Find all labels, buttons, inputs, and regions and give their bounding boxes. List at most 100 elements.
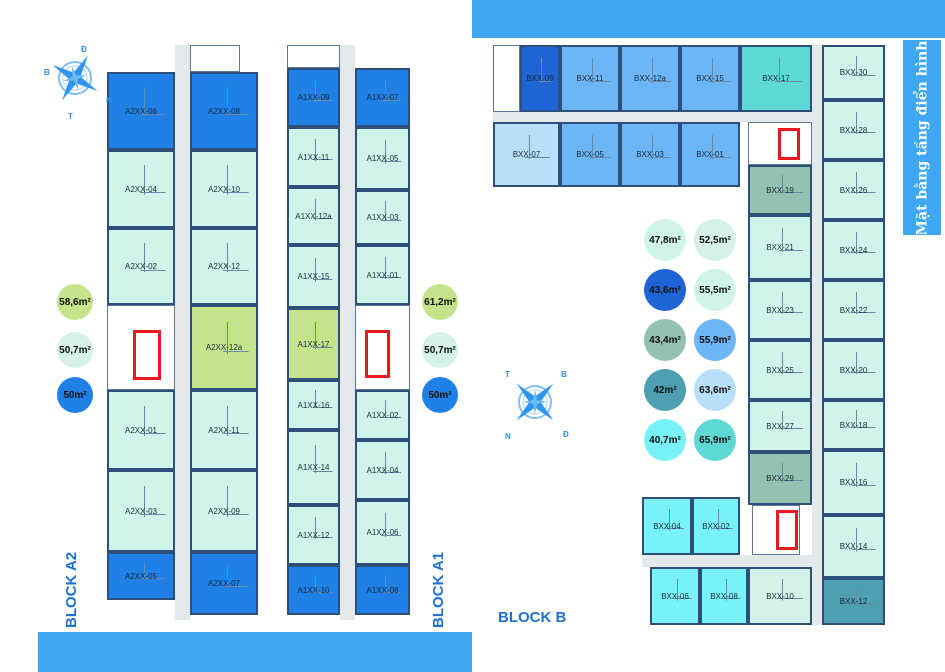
apartment-unit[interactable]: BXX-24: [822, 220, 885, 280]
apartment-unit[interactable]: A2XX-12a: [190, 305, 258, 390]
corridor: [812, 45, 822, 625]
apartment-unit[interactable]: A2XX-07: [190, 552, 258, 615]
apartment-unit[interactable]: A1XX-12: [287, 505, 340, 565]
apartment-unit[interactable]: A2XX-12: [190, 228, 258, 305]
apartment-unit[interactable]: BXX-08: [700, 567, 748, 625]
apartment-unit[interactable]: BXX-11: [560, 45, 620, 112]
apartment-unit[interactable]: A1XX-15: [287, 245, 340, 308]
compass-letter: N: [106, 96, 112, 105]
area-legend-circle: 52,5m²: [694, 219, 736, 261]
compass-letter: T: [68, 112, 73, 121]
apartment-unit[interactable]: A1XX-04: [355, 440, 410, 500]
apartment-unit[interactable]: BXX-28: [822, 100, 885, 160]
top-banner: [472, 0, 945, 38]
compass-letter: Đ: [81, 45, 87, 54]
apartment-unit[interactable]: A1XX-02: [355, 390, 410, 440]
apartment-unit[interactable]: BXX-19: [748, 165, 812, 215]
apartment-unit[interactable]: A2XX-10: [190, 150, 258, 228]
apartment-unit[interactable]: BXX-17: [740, 45, 812, 112]
area-legend-circle: 50m²: [422, 377, 458, 413]
apartment-unit[interactable]: BXX-30: [822, 45, 885, 100]
apartment-unit[interactable]: A2XX-01: [107, 390, 175, 470]
compass-letter: Đ: [563, 430, 569, 439]
apartment-unit[interactable]: BXX-04: [642, 497, 692, 555]
apartment-unit[interactable]: BXX-07: [493, 122, 560, 187]
area-legend-circle: 65,9m²: [694, 419, 736, 461]
corridor: [175, 45, 190, 620]
area-legend-circle: 42m²: [644, 369, 686, 411]
apartment-unit[interactable]: A1XX-10: [287, 565, 340, 615]
area-legend-circle: 43,4m²: [644, 319, 686, 361]
apartment-unit[interactable]: BXX-22: [822, 280, 885, 340]
apartment-unit[interactable]: BXX-10: [748, 567, 812, 625]
compass-rose-a: [52, 55, 98, 101]
apartment-unit[interactable]: A2XX-04: [107, 150, 175, 228]
area-legend-circle: 50m²: [57, 377, 93, 413]
apartment-unit[interactable]: BXX-21: [748, 215, 812, 280]
area-legend-circle: 50,7m²: [422, 332, 458, 368]
apartment-unit[interactable]: A1XX-08: [355, 565, 410, 615]
apartment-unit[interactable]: BXX-27: [748, 400, 812, 452]
area-legend-circle: 55,9m²: [694, 319, 736, 361]
apartment-unit[interactable]: A1XX-09: [287, 68, 340, 127]
block-a1-label: BLOCK A1: [430, 551, 447, 628]
apartment-unit[interactable]: A1XX-16: [287, 380, 340, 430]
apartment-unit[interactable]: A2XX-03: [107, 470, 175, 552]
apartment-unit[interactable]: BXX-18: [822, 400, 885, 450]
apartment-unit[interactable]: BXX-25: [748, 340, 812, 400]
compass-letter: N: [505, 432, 511, 441]
apartment-unit[interactable]: A1XX-17: [287, 308, 340, 380]
compass-rose-b: [516, 383, 554, 421]
apartment-unit[interactable]: A1XX-07: [355, 68, 410, 127]
compass-letter: B: [44, 68, 50, 77]
apartment-unit[interactable]: A2XX-02: [107, 228, 175, 305]
stair-core: [287, 45, 340, 68]
apartment-unit[interactable]: A2XX-09: [190, 470, 258, 552]
stair-core: [190, 45, 240, 72]
area-legend-circle: 61,2m²: [422, 284, 458, 320]
apartment-unit[interactable]: BXX-12: [822, 578, 885, 625]
compass-letter: T: [505, 370, 510, 379]
apartment-unit[interactable]: BXX-26: [822, 160, 885, 220]
area-legend-circle: 50,7m²: [57, 332, 93, 368]
area-legend-circle: 40,7m²: [644, 419, 686, 461]
apartment-unit[interactable]: A1XX-11: [287, 127, 340, 187]
elevator-shaft: [778, 128, 800, 160]
apartment-unit[interactable]: A1XX-12a: [287, 187, 340, 245]
apartment-unit[interactable]: BXX-06: [650, 567, 700, 625]
corridor: [642, 555, 812, 567]
apartment-unit[interactable]: A2XX-05: [107, 552, 175, 600]
apartment-unit[interactable]: BXX-03: [620, 122, 680, 187]
apartment-unit[interactable]: BXX-29: [748, 452, 812, 505]
apartment-unit[interactable]: BXX-16: [822, 450, 885, 515]
apartment-unit[interactable]: A2XX-08: [190, 72, 258, 150]
compass-letter: B: [561, 370, 567, 379]
area-legend-circle: 47,8m²: [644, 219, 686, 261]
page-title-box: Mặt bằng tầng điển hình: [903, 40, 941, 235]
apartment-unit[interactable]: A1XX-03: [355, 190, 410, 245]
apartment-unit[interactable]: BXX-05: [560, 122, 620, 187]
apartment-unit[interactable]: A2XX-06: [107, 72, 175, 150]
apartment-unit[interactable]: A2XX-11: [190, 390, 258, 470]
apartment-unit[interactable]: A1XX-01: [355, 245, 410, 305]
bottom-banner: [38, 632, 472, 672]
apartment-unit[interactable]: BXX-14: [822, 515, 885, 578]
elevator-shaft: [365, 330, 390, 378]
apartment-unit[interactable]: A1XX-14: [287, 430, 340, 505]
apartment-unit[interactable]: A1XX-05: [355, 127, 410, 190]
apartment-unit[interactable]: BXX-20: [822, 340, 885, 400]
corridor: [493, 112, 823, 122]
apartment-unit[interactable]: BXX-15: [680, 45, 740, 112]
apartment-unit[interactable]: BXX-23: [748, 280, 812, 340]
elevator-shaft: [133, 330, 161, 380]
corridor: [340, 45, 355, 620]
area-legend-circle: 43,6m²: [644, 269, 686, 311]
block-a2-label: BLOCK A2: [63, 551, 80, 628]
apartment-unit[interactable]: A1XX-06: [355, 500, 410, 565]
area-legend-circle: 58,6m²: [57, 284, 93, 320]
area-legend-circle: 63,6m²: [694, 369, 736, 411]
apartment-unit[interactable]: BXX-09: [520, 45, 560, 112]
apartment-unit[interactable]: BXX-01: [680, 122, 740, 187]
apartment-unit[interactable]: BXX-12a: [620, 45, 680, 112]
apartment-unit[interactable]: BXX-02: [692, 497, 740, 555]
